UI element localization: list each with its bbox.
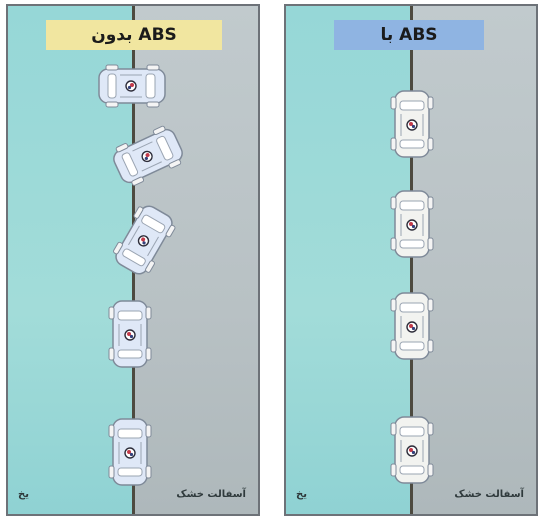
- ice-label: یخ: [18, 489, 29, 500]
- car-icon: [390, 188, 434, 260]
- title-without-abs: بدون ABS: [46, 20, 222, 50]
- dry-asphalt-label: آسفالت خشک: [454, 489, 524, 500]
- ice-label: یخ: [296, 489, 307, 500]
- car-icon: [108, 416, 152, 488]
- car-icon: [390, 414, 434, 486]
- car-icon: [390, 88, 434, 160]
- car-icon: [390, 290, 434, 362]
- panel-without-abs: بدون ABS یخ آسفالت خشک: [6, 4, 260, 516]
- panel-with-abs: با ABS یخ آسفالت خشک: [284, 4, 538, 516]
- title-with-abs: با ABS: [334, 20, 484, 50]
- car-icon: [108, 298, 152, 370]
- dry-asphalt-label: آسفالت خشک: [176, 489, 246, 500]
- lane-divider: [410, 6, 413, 514]
- ice-lane: [286, 6, 410, 514]
- car-icon: [96, 64, 168, 108]
